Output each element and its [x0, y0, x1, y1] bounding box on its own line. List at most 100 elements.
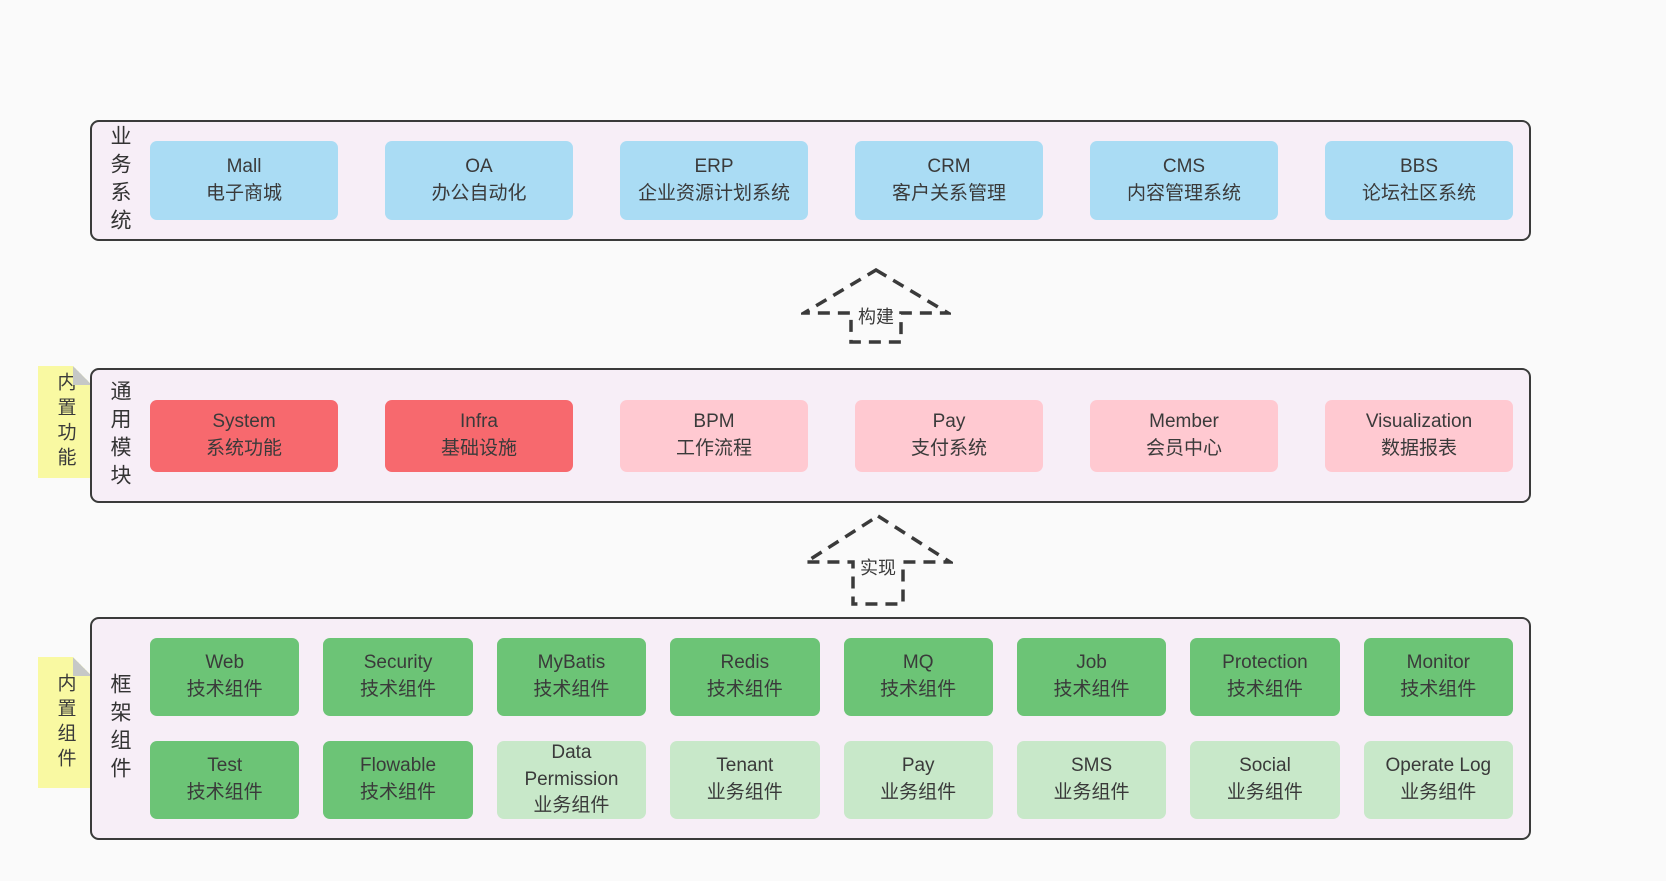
box-title: Operate Log	[1385, 755, 1492, 777]
box-title: CRM	[927, 155, 971, 177]
box-subtitle: 技术组件	[360, 782, 437, 803]
layer-common-modules: 通用模块 System 系统功能 Infra 基础设施 BPM 工作流程 Pay 支付系统 Me…	[90, 368, 1531, 503]
box-subtitle: 业务组件	[533, 795, 610, 817]
box-subtitle: 办公自动化	[431, 182, 527, 204]
box-subtitle: 内容管理系统	[1126, 182, 1241, 204]
box-subtitle: 业务组件	[1226, 782, 1303, 803]
box-subtitle: 基础设施	[440, 437, 517, 459]
diagram-box-bbs: BBS 论坛社区系统	[1325, 141, 1513, 220]
dashed-up-arrow-icon	[801, 268, 951, 344]
diagram-box-security: Security 技术组件	[323, 638, 473, 716]
box-title: MyBatis	[537, 652, 606, 674]
sticky-note-built-in-features: 内置功能	[38, 366, 92, 478]
box-subtitle: 工作流程	[675, 437, 752, 459]
box-subtitle: 业务组件	[1400, 782, 1477, 803]
box-title: MQ	[902, 652, 934, 674]
box-title: Pay	[901, 755, 935, 777]
box-subtitle: 业务组件	[706, 782, 783, 803]
diagram-box-mybatis: MyBatis 技术组件	[496, 638, 647, 716]
box-title: Web	[205, 652, 245, 674]
diagram-box-tenant: Tenant 业务组件	[670, 741, 820, 819]
box-subtitle: 业务组件	[880, 782, 957, 803]
box-title: Flowable	[360, 755, 437, 777]
box-subtitle: 数据报表	[1380, 437, 1457, 459]
box-subtitle: 客户关系管理	[891, 182, 1006, 204]
dashed-up-arrow-icon	[803, 514, 953, 606]
diagram-box-monitor: Monitor 技术组件	[1363, 638, 1513, 716]
diagram-box-system: System 系统功能	[150, 399, 338, 472]
box-title: ERP	[694, 155, 734, 177]
box-subtitle: 技术组件	[706, 679, 783, 700]
box-title: Member	[1149, 410, 1219, 432]
diagram-box-data-permission: Data Permission 业务组件	[496, 741, 647, 819]
box-subtitle: 技术组件	[533, 679, 610, 700]
box-subtitle: 支付系统	[910, 437, 987, 459]
diagram-box-crm: CRM 客户关系管理	[855, 141, 1043, 220]
diagram-box-redis: Redis 技术组件	[670, 638, 820, 716]
diagram-box-flowable: Flowable 技术组件	[323, 741, 473, 819]
box-title: Social	[1239, 755, 1291, 777]
box-title: Pay	[932, 410, 966, 432]
diagram-box-pay: Pay 支付系统	[855, 399, 1043, 472]
box-subtitle: 技术组件	[1226, 679, 1303, 700]
diagram-box-infra: Infra 基础设施	[385, 399, 573, 472]
diagram-box-bpm: BPM 工作流程	[620, 399, 808, 472]
box-subtitle: 电子商城	[205, 182, 282, 204]
box-subtitle: 技术组件	[186, 679, 263, 700]
diagram-box-test: Test 技术组件	[150, 741, 300, 819]
box-subtitle: 系统功能	[205, 437, 282, 459]
layer-title-business-systems: 业务系统	[108, 124, 131, 237]
diagram-box-mall: Mall 电子商城	[150, 141, 338, 220]
diagram-box-member: Member 会员中心	[1090, 399, 1278, 472]
diagram-box-pay: Pay 业务组件	[843, 741, 993, 819]
box-title: SMS	[1070, 755, 1113, 777]
diagram-box-cms: CMS 内容管理系统	[1090, 141, 1278, 220]
box-subtitle: 技术组件	[1400, 679, 1477, 700]
layer-title-common-modules: 通用模块	[108, 379, 131, 492]
sticky-note-label: 内置组件	[54, 672, 76, 773]
box-title: Data Permission	[524, 741, 619, 790]
box-subtitle: 企业资源计划系统	[637, 182, 790, 204]
box-title: CMS	[1162, 155, 1206, 177]
box-title: Infra	[459, 410, 499, 432]
box-subtitle: 会员中心	[1145, 437, 1222, 459]
box-subtitle: 技术组件	[880, 679, 957, 700]
diagram-box-social: Social 业务组件	[1190, 741, 1340, 819]
diagram-box-operate-log: Operate Log 业务组件	[1363, 741, 1513, 819]
box-subtitle: 论坛社区系统	[1361, 182, 1476, 204]
arrow-build: 构建	[801, 268, 951, 344]
box-subtitle: 技术组件	[186, 782, 263, 803]
box-title: Tenant	[716, 755, 774, 777]
box-title: Test	[207, 755, 243, 777]
box-title: Visualization	[1365, 410, 1473, 432]
box-title: Monitor	[1406, 652, 1470, 674]
arrow-implement-label: 实现	[857, 553, 899, 581]
box-title: Security	[363, 652, 433, 674]
box-title: BPM	[693, 410, 735, 432]
box-title: Job	[1076, 652, 1107, 674]
sticky-note-label: 内置功能	[54, 372, 76, 472]
box-subtitle: 技术组件	[360, 679, 437, 700]
diagram-box-erp: ERP 企业资源计划系统	[620, 141, 808, 220]
diagram-box-visualization: Visualization 数据报表	[1325, 399, 1513, 472]
box-subtitle: 技术组件	[1053, 679, 1130, 700]
sticky-note-built-in-components: 内置组件	[38, 657, 92, 788]
box-title: Mall	[226, 155, 262, 177]
box-title: Redis	[720, 652, 770, 674]
diagram-box-protection: Protection 技术组件	[1190, 638, 1340, 716]
box-title: Protection	[1222, 652, 1308, 674]
box-title: System	[212, 410, 276, 432]
diagram-box-web: Web 技术组件	[150, 638, 300, 716]
common-modules-box-row: System 系统功能 Infra 基础设施 BPM 工作流程 Pay 支付系统 Member 会…	[144, 399, 1529, 472]
layer-title-framework-components: 框架组件	[108, 672, 131, 785]
box-subtitle: 业务组件	[1053, 782, 1130, 803]
diagram-box-mq: MQ 技术组件	[843, 638, 993, 716]
arrow-implement: 实现	[803, 514, 953, 606]
arrow-build-label: 构建	[855, 302, 897, 330]
box-title: BBS	[1399, 155, 1439, 177]
